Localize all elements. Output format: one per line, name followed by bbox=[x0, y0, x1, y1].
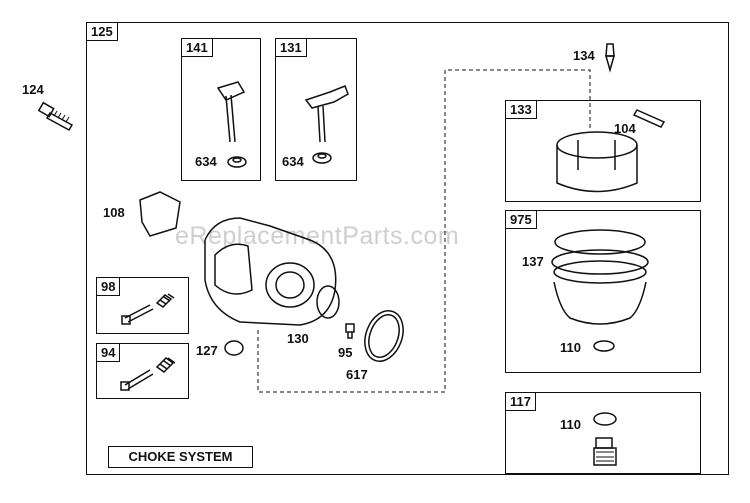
part-124-bolt bbox=[37, 101, 74, 132]
dashed-connector bbox=[257, 69, 591, 393]
callout-127: 127 bbox=[196, 343, 218, 358]
callout-95: 95 bbox=[338, 345, 353, 360]
watermark-text: eReplacementParts.com bbox=[175, 222, 460, 250]
callout-137: 137 bbox=[522, 254, 544, 269]
kit-975-box: 975 bbox=[505, 210, 701, 373]
kit-94-box: 94 bbox=[96, 343, 189, 399]
part-94-screw-spring bbox=[120, 357, 176, 391]
callout-110-nut: 110 bbox=[560, 417, 581, 432]
part-108-plate bbox=[139, 191, 181, 237]
callout-617: 617 bbox=[346, 367, 368, 382]
ref-125-tag: 125 bbox=[86, 22, 118, 41]
kit-141-box: 141 bbox=[181, 38, 261, 181]
part-141-shaft bbox=[216, 81, 247, 168]
choke-system-caption: CHOKE SYSTEM bbox=[108, 446, 253, 468]
callout-104: 104 bbox=[614, 121, 636, 136]
kit-98-box: 98 bbox=[96, 277, 189, 334]
part-975-bowl bbox=[551, 229, 649, 352]
ref-133-tag: 133 bbox=[505, 100, 537, 119]
ref-975-tag: 975 bbox=[505, 210, 537, 229]
part-131-shaft bbox=[304, 85, 349, 164]
kit-117-box: 117 bbox=[505, 392, 701, 474]
part-133-float bbox=[556, 131, 638, 193]
part-98-screw-spring bbox=[121, 293, 175, 325]
main-assembly-frame: 125 bbox=[86, 22, 729, 475]
ref-94-tag: 94 bbox=[96, 343, 121, 362]
kit-131-box: 131 bbox=[275, 38, 357, 181]
ref-117-tag: 117 bbox=[505, 392, 536, 411]
part-95-screw bbox=[345, 323, 355, 339]
callout-634-right: 634 bbox=[282, 154, 304, 169]
callout-634-left: 634 bbox=[195, 154, 217, 169]
ref-141-tag: 141 bbox=[181, 38, 213, 57]
part-127-plug bbox=[224, 340, 244, 356]
ref-98-tag: 98 bbox=[96, 277, 121, 296]
ref-131-tag: 131 bbox=[275, 38, 307, 57]
part-130-carburetor bbox=[204, 217, 337, 326]
part-117-nut bbox=[593, 412, 617, 466]
part-134-needle bbox=[605, 43, 615, 73]
part-throttle-disc bbox=[316, 285, 340, 319]
callout-124: 124 bbox=[22, 82, 44, 97]
kit-133-box: 133 bbox=[505, 100, 701, 202]
part-617-gasket bbox=[364, 310, 404, 362]
part-104-pin bbox=[632, 109, 666, 128]
callout-134: 134 bbox=[573, 48, 595, 63]
callout-108: 108 bbox=[103, 205, 125, 220]
callout-130: 130 bbox=[287, 331, 309, 346]
callout-110-bowl: 110 bbox=[560, 340, 581, 355]
